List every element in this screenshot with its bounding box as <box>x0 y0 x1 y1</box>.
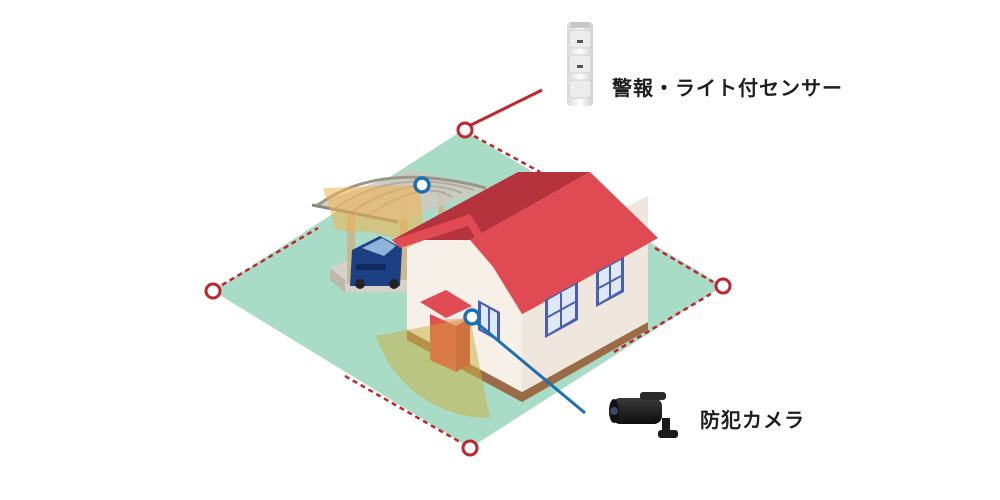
sensor-node <box>461 439 479 457</box>
motion-sensor-icon <box>567 22 593 106</box>
window-right-2 <box>596 257 624 307</box>
sensor-node <box>204 282 222 300</box>
car <box>350 236 402 289</box>
sensor-label: 警報・ライト付センサー <box>612 76 843 100</box>
window-front <box>478 300 500 342</box>
sensor-node <box>456 121 474 139</box>
camera-node <box>463 308 481 326</box>
camera-detection-zone <box>376 318 490 419</box>
sensor-beams <box>221 134 715 444</box>
window-right-1 <box>545 282 578 338</box>
camera-leader-line <box>476 321 586 415</box>
carport-detection-zone <box>323 185 428 300</box>
camera-node <box>413 176 431 194</box>
sensor-nodes <box>204 121 732 457</box>
sensor-node <box>714 277 732 295</box>
house <box>392 172 658 402</box>
security-camera-icon <box>609 392 678 438</box>
sensor-leader-line <box>470 88 543 127</box>
camera-label: 防犯カメラ <box>700 408 805 432</box>
